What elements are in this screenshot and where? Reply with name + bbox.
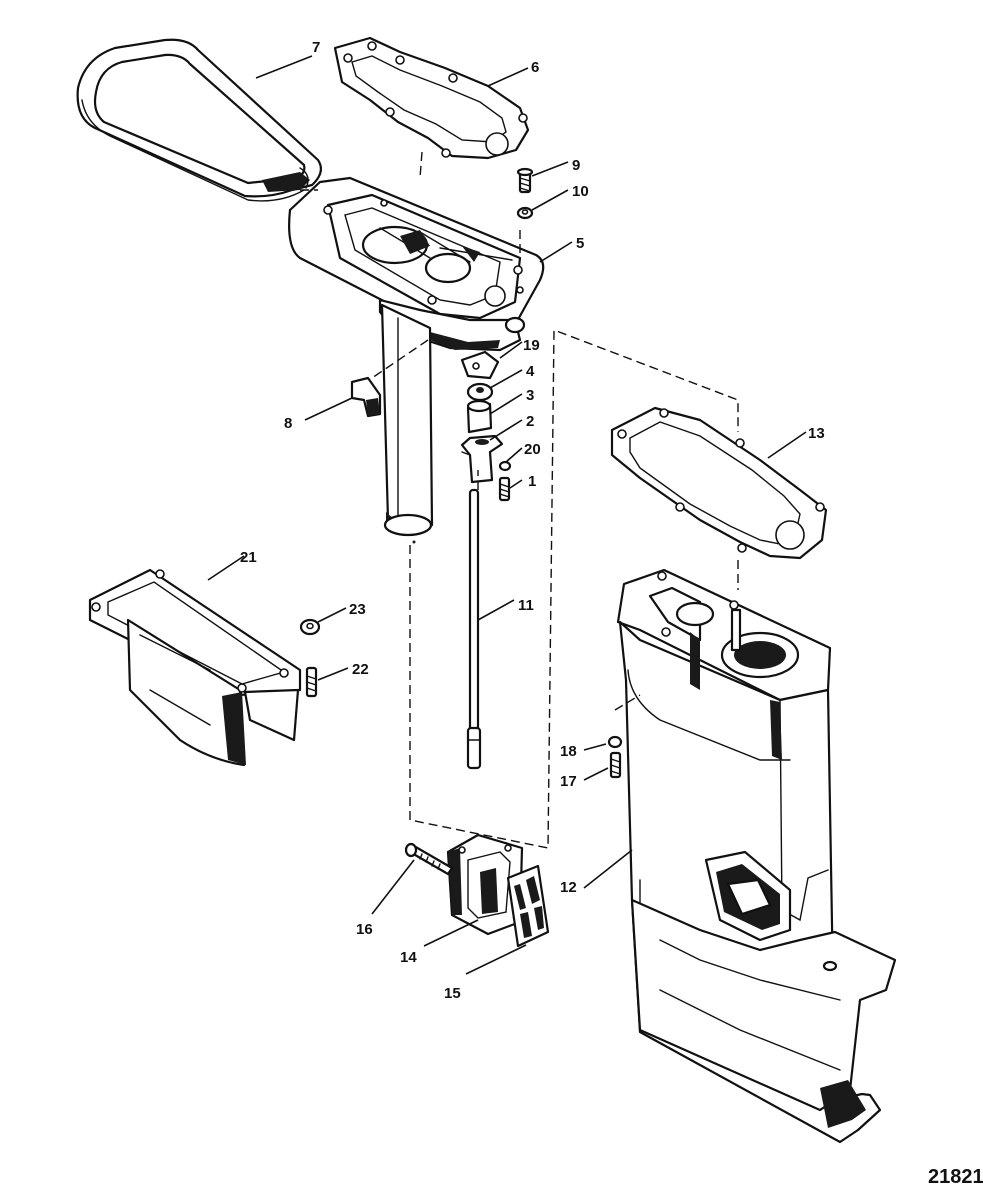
callout-18: 18 bbox=[560, 743, 577, 760]
part-16-screw bbox=[404, 842, 454, 876]
part-1-screw bbox=[498, 476, 511, 502]
part-23-nut bbox=[299, 618, 321, 636]
assembly-lines bbox=[300, 151, 739, 849]
callout-16: 16 bbox=[356, 921, 373, 938]
callout-7: 7 bbox=[312, 39, 320, 56]
part-6-gasket bbox=[333, 36, 530, 160]
callout-23: 23 bbox=[349, 601, 366, 618]
callout-8: 8 bbox=[284, 415, 292, 432]
part-13-gasket bbox=[610, 406, 828, 560]
leader-lines bbox=[207, 55, 807, 975]
callout-1: 1 bbox=[528, 473, 536, 490]
callout-17: 17 bbox=[560, 773, 577, 790]
callout-13: 13 bbox=[808, 425, 825, 442]
callout-19: 19 bbox=[523, 337, 540, 354]
part-7-seal-ring bbox=[76, 38, 323, 202]
part-11-water-tube bbox=[466, 488, 482, 770]
callout-14: 14 bbox=[400, 949, 417, 966]
callout-21: 21 bbox=[240, 549, 257, 566]
part-19-plate bbox=[460, 350, 500, 380]
part-21-relief-housing bbox=[88, 568, 302, 767]
callout-22: 22 bbox=[352, 661, 369, 678]
part-20-washer bbox=[498, 460, 512, 472]
callout-4: 4 bbox=[526, 363, 535, 380]
callout-9: 9 bbox=[572, 157, 580, 174]
callout-6: 6 bbox=[531, 59, 539, 76]
callout-12: 12 bbox=[560, 879, 577, 896]
part-14-pickup-housing bbox=[446, 833, 524, 936]
callout-10: 10 bbox=[572, 183, 589, 200]
part-9-screw bbox=[516, 167, 534, 194]
part-22-screw bbox=[305, 666, 318, 698]
part-2-bracket bbox=[460, 434, 504, 484]
callout-labels: 7 6 9 10 5 19 4 3 2 20 1 8 13 21 11 23 2… bbox=[240, 39, 825, 1002]
figure-reference-number: 21821 bbox=[928, 1166, 983, 1188]
part-17-screw bbox=[609, 751, 622, 779]
part-5-adapter-plate bbox=[288, 176, 545, 544]
callout-20: 20 bbox=[524, 441, 541, 458]
callout-15: 15 bbox=[444, 985, 461, 1002]
callout-11: 11 bbox=[518, 597, 534, 614]
part-18-washer bbox=[607, 735, 623, 749]
part-12-driveshaft-housing bbox=[616, 568, 897, 1144]
part-4-grommet bbox=[466, 382, 494, 402]
part-3-bushing bbox=[466, 399, 493, 434]
callout-3: 3 bbox=[526, 387, 534, 404]
part-10-washer bbox=[516, 206, 534, 220]
part-8-clip bbox=[350, 376, 382, 418]
part-15-screen bbox=[506, 864, 550, 948]
callout-2: 2 bbox=[526, 413, 534, 430]
callout-5: 5 bbox=[576, 235, 584, 252]
